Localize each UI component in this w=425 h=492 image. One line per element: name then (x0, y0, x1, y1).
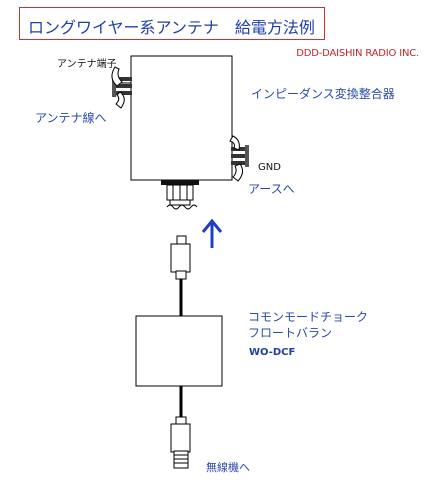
gnd-label: GND (258, 162, 281, 173)
arrow-up-icon (201, 218, 223, 248)
lower-coax-plug-icon (170, 416, 191, 469)
page-title: ロングワイヤー系アンテナ給電方法例 (28, 14, 315, 38)
to-radio-label: 無線機へ (206, 461, 250, 474)
transformer-box (130, 55, 233, 181)
title-main: ロングワイヤー系アンテナ (28, 18, 219, 37)
model-label: WO-DCF (249, 347, 296, 358)
to-antenna-wire-label: アンテナ線へ (35, 111, 107, 125)
title-sub: 給電方法例 (234, 18, 315, 37)
upper-coax-plug-icon (170, 235, 191, 280)
title-box: ロングワイヤー系アンテナ給電方法例 (19, 7, 325, 40)
choke-box (135, 315, 223, 387)
company-name: DDD-DAISHIN RADIO INC. (296, 48, 419, 59)
gnd-terminal-icon (229, 135, 249, 182)
antenna-terminal-icon (111, 66, 132, 109)
to-earth-label: アースへ (248, 182, 295, 196)
choke-label-line2: フロートバラン (248, 326, 333, 340)
choke-label-line1: コモンモードチョーク (248, 310, 369, 324)
transformer-coax-socket-icon (161, 180, 199, 210)
antenna-terminal-label: アンテナ端子 (57, 59, 117, 70)
impedance-transformer-label: インピーダンス変換整合器 (251, 87, 395, 101)
